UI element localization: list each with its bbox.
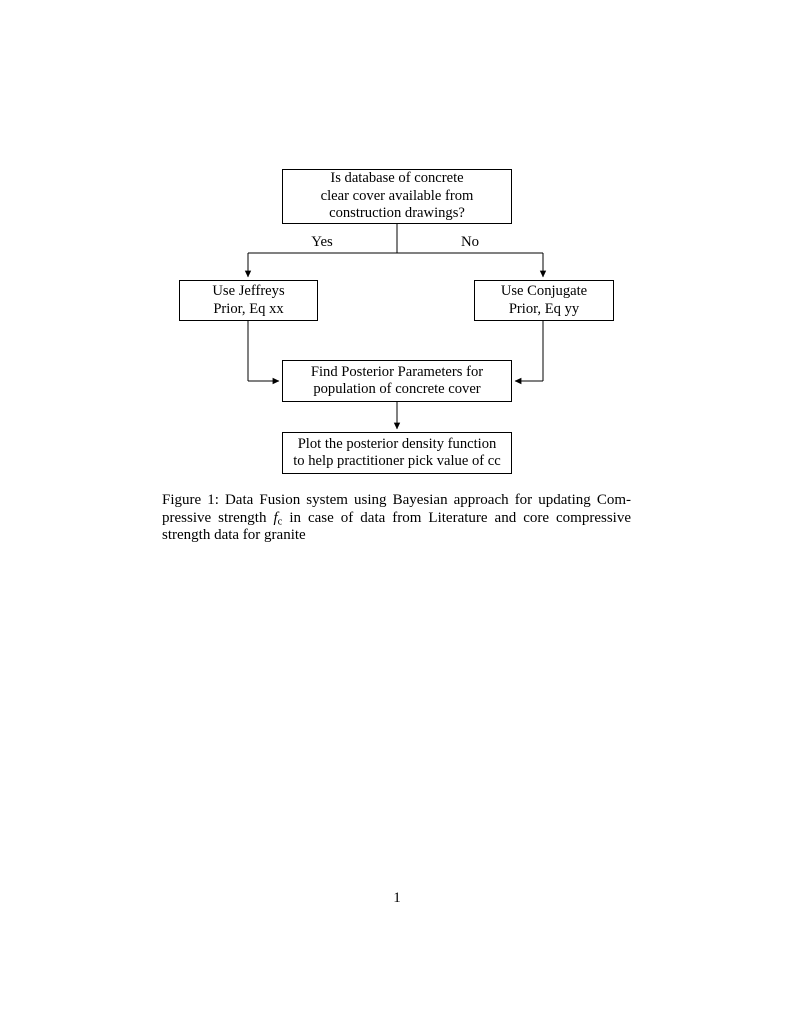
edge-label-no: No	[460, 234, 480, 250]
caption-text: pressive strength	[162, 509, 274, 526]
node-text-line: Use Jeffreys	[212, 283, 285, 300]
caption-text: in case of data from Literature and core…	[282, 509, 631, 526]
edge-label-yes: Yes	[311, 234, 333, 250]
flowchart-node-posterior-parameters: Find Posterior Parameters for population…	[282, 360, 512, 402]
caption-line: strength data for granite	[162, 527, 306, 543]
node-text-line: Prior, Eq xx	[213, 300, 284, 317]
caption-line: Figure 1: Data Fusion system using Bayes…	[162, 492, 631, 508]
flowchart-node-jeffreys-prior: Use Jeffreys Prior, Eq xx	[179, 280, 318, 321]
node-text-line: to help practitioner pick value of cc	[293, 453, 501, 469]
node-text-line: clear cover available from	[320, 187, 474, 204]
caption-line: pressive strength fc in case of data fro…	[162, 510, 631, 528]
fc-subscript: c	[277, 516, 283, 528]
fc-symbol: f	[273, 509, 278, 526]
flowchart-node-conjugate-prior: Use Conjugate Prior, Eq yy	[474, 280, 614, 321]
figure-caption: Figure 1: Data Fusion system using Bayes…	[162, 492, 631, 545]
node-text-line: Is database of concrete	[330, 170, 464, 187]
node-text-line: Find Posterior Parameters for	[310, 363, 484, 380]
flowchart-node-question: Is database of concrete clear cover avai…	[282, 169, 512, 224]
node-text-line: construction drawings?	[329, 205, 465, 222]
node-text-line: Plot the posterior density function	[297, 435, 497, 452]
node-text-line: Use Conjugate	[500, 283, 588, 300]
flowchart-node-plot-density: Plot the posterior density function to h…	[282, 432, 512, 474]
page-number: 1	[393, 890, 401, 906]
node-text-line: population of concrete cover	[313, 381, 481, 397]
node-text-line: Prior, Eq yy	[508, 300, 580, 317]
